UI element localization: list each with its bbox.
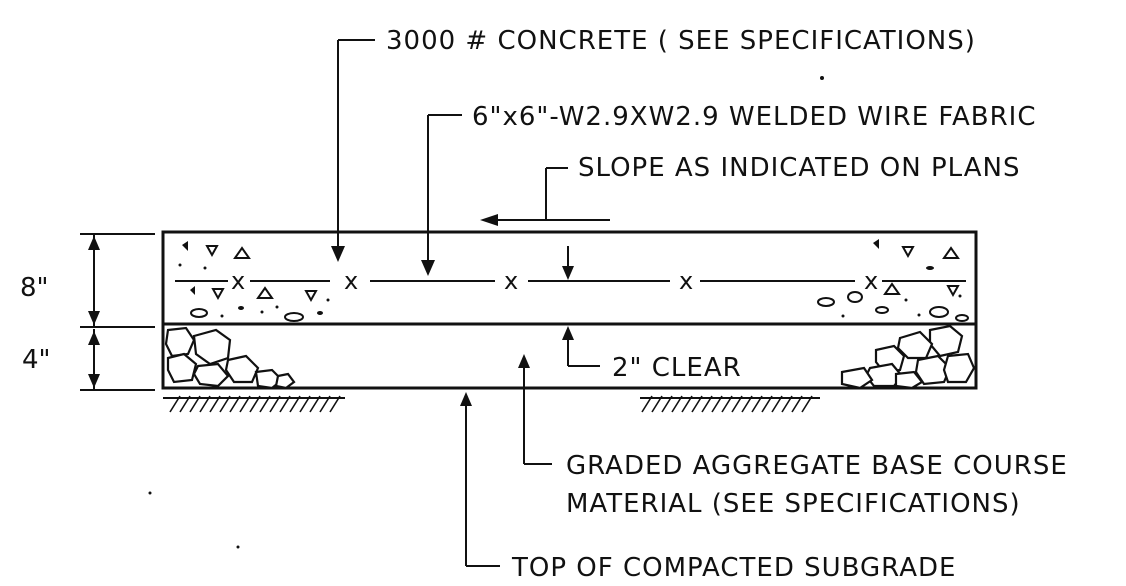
scan-speck <box>148 491 152 495</box>
concrete-texture-left <box>178 241 330 322</box>
label-base-course-line1: GRADED AGGREGATE BASE COURSE <box>566 451 1068 481</box>
dimension-8-inch: 8" <box>20 273 49 303</box>
scan-speck <box>820 76 824 80</box>
scan-speck <box>236 545 240 549</box>
label-slope: SLOPE AS INDICATED ON PLANS <box>578 153 1020 183</box>
leader-subgrade: TOP OF COMPACTED SUBGRADE <box>460 392 956 583</box>
concrete-texture-right <box>817 239 969 322</box>
mesh-mark: x <box>344 267 358 295</box>
aggregate-stones-left <box>164 326 296 390</box>
label-wire-fabric: 6"x6"-W2.9XW2.9 WELDED WIRE FABRIC <box>472 102 1036 132</box>
label-concrete: 3000 # CONCRETE ( SEE SPECIFICATIONS) <box>386 26 976 56</box>
subgrade-hatch-left <box>163 395 345 413</box>
leader-wire-fabric: 6"x6"-W2.9XW2.9 WELDED WIRE FABRIC <box>421 102 1036 276</box>
subgrade-hatch-right <box>640 395 820 413</box>
leader-clear: 2" CLEAR <box>562 246 742 383</box>
wire-fabric-line: x x x x x <box>175 267 966 295</box>
mesh-mark: x <box>504 267 518 295</box>
leader-concrete: 3000 # CONCRETE ( SEE SPECIFICATIONS) <box>331 26 976 262</box>
aggregate-base-course <box>161 322 978 390</box>
label-subgrade: TOP OF COMPACTED SUBGRADE <box>511 553 956 583</box>
mesh-mark: x <box>679 267 693 295</box>
label-clear: 2" CLEAR <box>612 353 742 383</box>
dimension-4-inch: 4" <box>22 345 51 375</box>
leader-slope: SLOPE AS INDICATED ON PLANS <box>480 153 1020 226</box>
label-base-course-line2: MATERIAL (SEE SPECIFICATIONS) <box>566 489 1021 519</box>
leader-base-course: GRADED AGGREGATE BASE COURSE MATERIAL (S… <box>518 354 1068 519</box>
mesh-mark: x <box>231 267 245 295</box>
dimension-base: 4" <box>22 329 155 391</box>
aggregate-stones-right <box>840 324 976 390</box>
concrete-slab <box>161 230 978 326</box>
dimension-slab: 8" <box>20 233 155 328</box>
mesh-mark: x <box>864 267 878 295</box>
